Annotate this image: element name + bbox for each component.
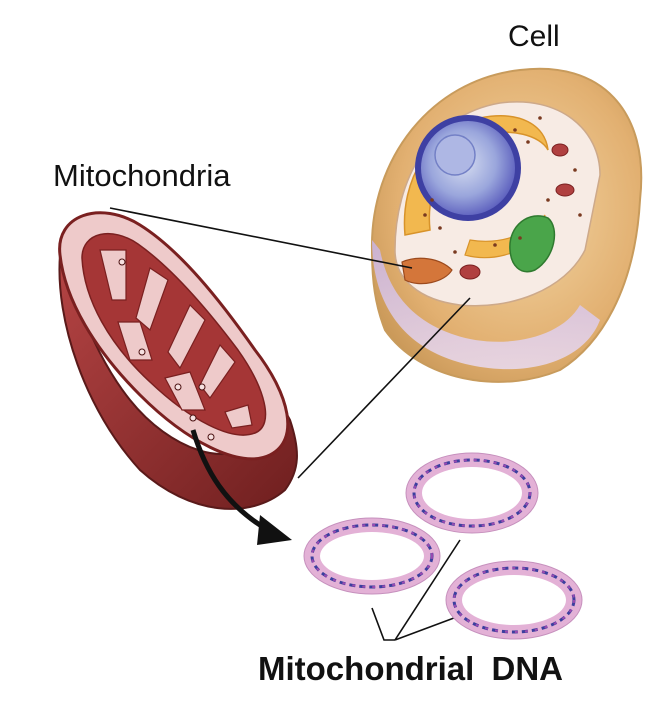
mitochondrion <box>58 211 298 510</box>
mito-to-cell-line <box>109 207 413 269</box>
dna-label-bracket-left <box>371 607 395 641</box>
plasmid-right <box>445 560 583 640</box>
chloroplast-like-organelle <box>509 215 556 273</box>
cristae <box>99 249 253 429</box>
leader-lines <box>109 207 471 641</box>
mitochondrial-dna-dots <box>118 258 215 441</box>
mitochondrial-dna-label: Mitochondrial DNA <box>258 650 563 687</box>
cell-label: Cell <box>508 20 560 53</box>
cell <box>370 67 643 383</box>
arrowhead-icon <box>257 515 292 545</box>
dna-label-bracket-mid <box>394 539 461 641</box>
plasmid-top <box>405 452 539 534</box>
ribosome-dots <box>423 116 582 254</box>
cell-mitochondrion-2 <box>555 183 575 197</box>
plasmid-left <box>303 517 441 595</box>
golgi-apparatus <box>401 257 453 285</box>
nucleolus <box>434 134 476 176</box>
cell-mitochondrion-1 <box>459 264 481 280</box>
mitochondrion-side <box>58 254 298 510</box>
arrow <box>190 429 292 545</box>
cell-to-dna-line <box>297 297 471 479</box>
cell-mitochondrion-3 <box>551 143 569 157</box>
curved-arrow-icon <box>190 429 270 533</box>
cell-membrane <box>372 240 600 370</box>
mitochondria-label: Mitochondria <box>53 158 231 193</box>
